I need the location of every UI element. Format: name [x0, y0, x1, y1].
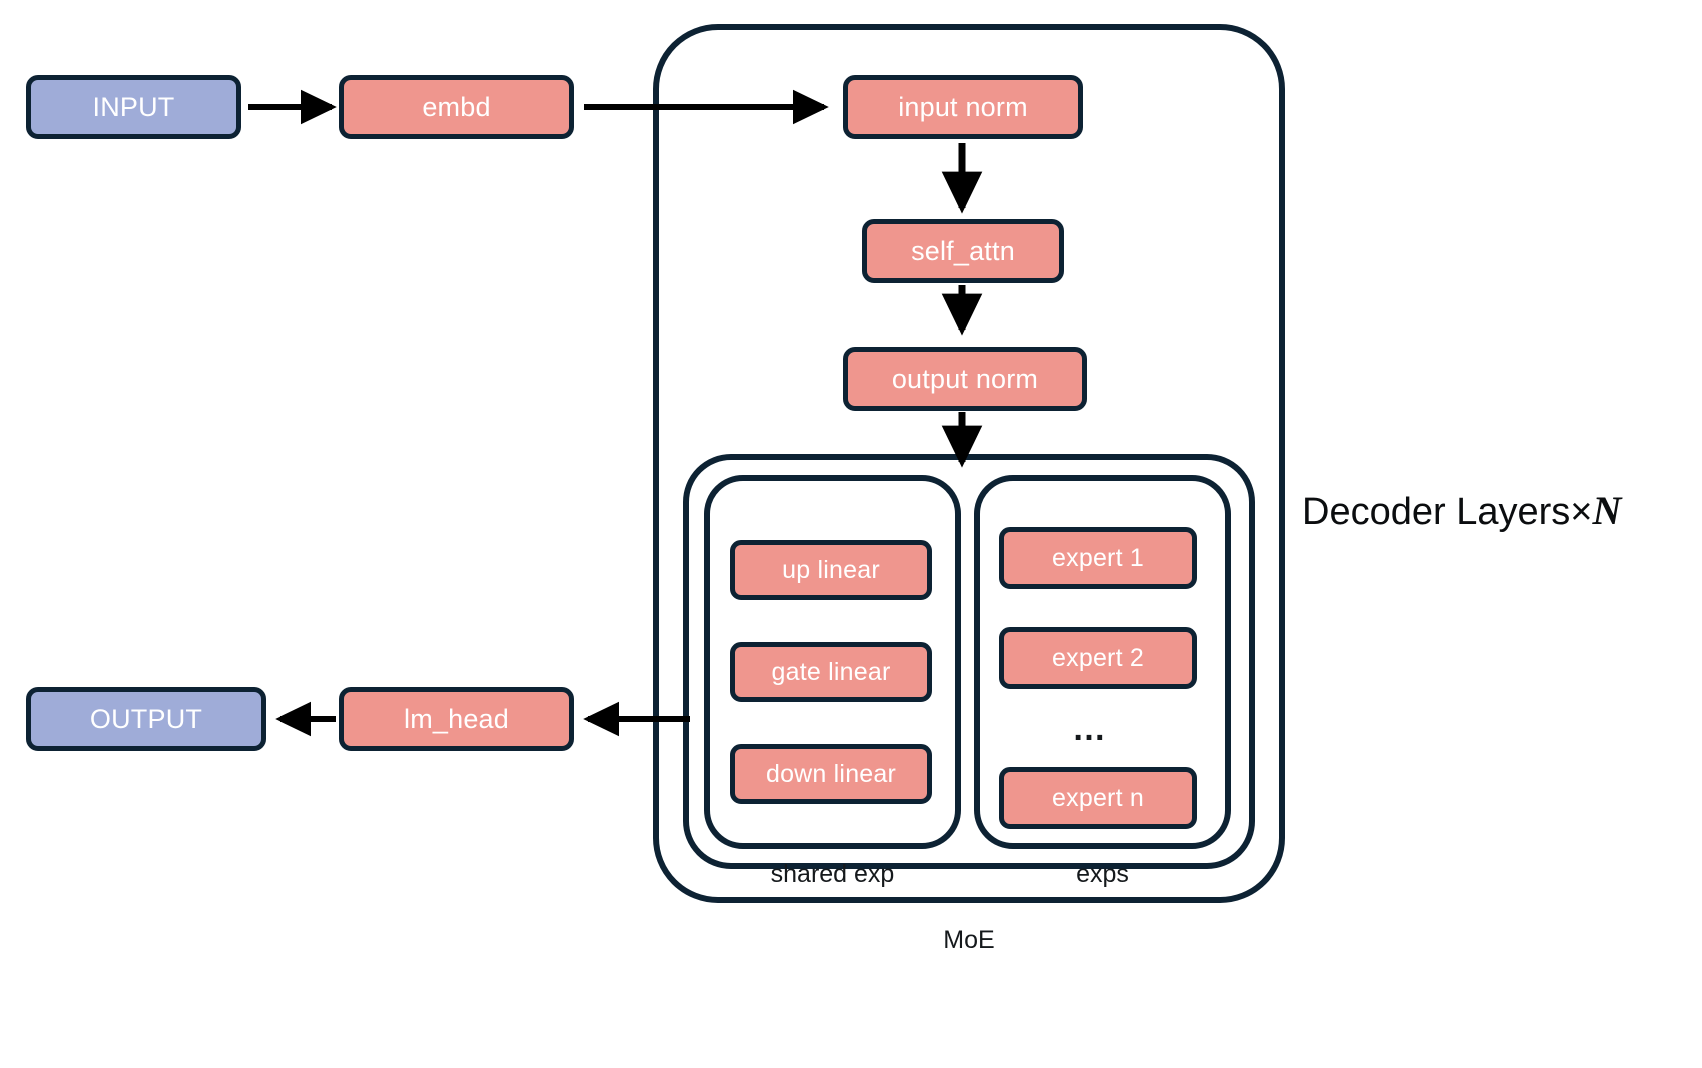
shared-exp-container — [704, 475, 961, 849]
node-up-linear-label: up linear — [782, 555, 880, 584]
node-embd-label: embd — [422, 91, 491, 122]
node-self-attn-label: self_attn — [911, 235, 1015, 266]
node-self-attn[interactable]: self_attn — [862, 219, 1064, 283]
node-up-linear[interactable]: up linear — [730, 540, 932, 600]
moe-group-text: MoE — [943, 926, 995, 954]
node-input[interactable]: INPUT — [26, 75, 241, 139]
decoder-layers-caption-multiplier: N — [1592, 488, 1622, 533]
node-gate-linear[interactable]: gate linear — [730, 642, 932, 702]
node-expert-n-label: expert n — [1052, 783, 1144, 812]
exps-container — [974, 475, 1231, 849]
exps-group-label: exps — [977, 862, 1228, 887]
moe-group-label: MoE — [686, 928, 1252, 953]
node-output-label: OUTPUT — [89, 703, 203, 734]
node-output[interactable]: OUTPUT — [26, 687, 266, 751]
node-output-norm[interactable]: output norm — [843, 347, 1087, 411]
expert-ellipsis-text: … — [1072, 710, 1108, 748]
node-embd[interactable]: embd — [339, 75, 574, 139]
node-input-label: INPUT — [92, 91, 175, 122]
node-output-norm-label: output norm — [891, 363, 1039, 394]
shared-exp-group-text: shared exp — [770, 860, 895, 888]
node-gate-linear-label: gate linear — [771, 657, 891, 686]
decoder-layers-caption: Decoder Layers×N — [1302, 488, 1622, 533]
node-down-linear-label: down linear — [765, 759, 897, 788]
node-down-linear[interactable]: down linear — [730, 744, 932, 804]
shared-exp-group-label: shared exp — [707, 862, 958, 887]
expert-ellipsis: … — [1072, 712, 1108, 746]
node-expert-n[interactable]: expert n — [999, 767, 1197, 829]
node-expert-1[interactable]: expert 1 — [999, 527, 1197, 589]
decoder-layers-caption-prefix: Decoder Layers× — [1302, 491, 1593, 533]
node-input-norm[interactable]: input norm — [843, 75, 1083, 139]
node-expert-2[interactable]: expert 2 — [999, 627, 1197, 689]
node-expert-1-label: expert 1 — [1052, 543, 1144, 572]
exps-group-text: exps — [1076, 860, 1129, 888]
decoder-layers-container — [653, 24, 1285, 903]
node-expert-2-label: expert 2 — [1052, 643, 1144, 672]
node-input-norm-label: input norm — [898, 91, 1028, 122]
node-lm-head-label: lm_head — [404, 703, 509, 734]
node-lm-head[interactable]: lm_head — [339, 687, 574, 751]
